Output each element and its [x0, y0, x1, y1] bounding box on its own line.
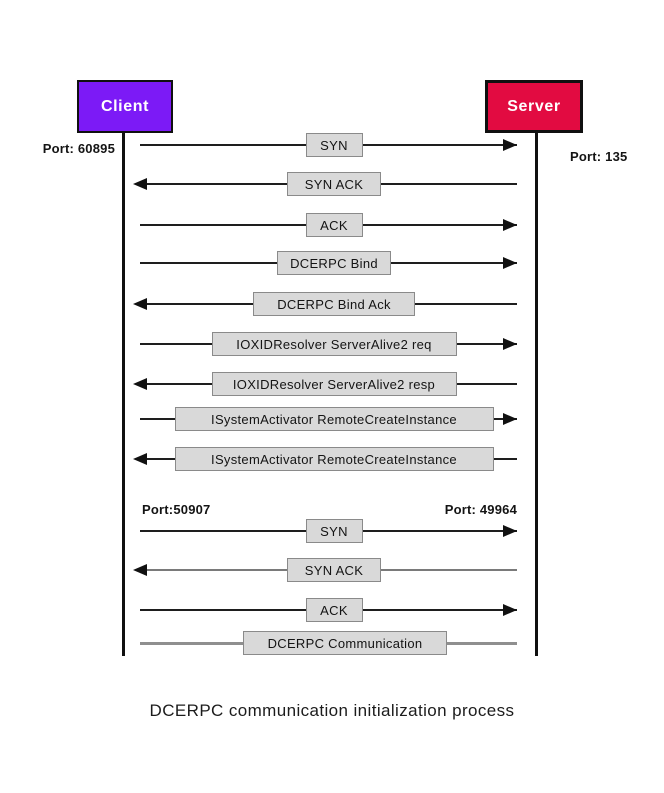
message-label: IOXIDResolver ServerAlive2 req: [211, 332, 457, 356]
arrowhead-left-icon: [133, 298, 147, 310]
client-port-label: Port: 60895: [42, 141, 115, 156]
message-label: SYN: [305, 519, 363, 543]
message-label: ISystemActivator RemoteCreateInstance: [174, 447, 494, 471]
server-second-port-label: Port: 49964: [444, 502, 517, 517]
message-label: ISystemActivator RemoteCreateInstance: [174, 407, 494, 431]
arrowhead-right-icon: [503, 604, 517, 616]
server-box: Server: [485, 80, 583, 133]
arrowhead-right-icon: [503, 219, 517, 231]
arrowhead-left-icon: [133, 453, 147, 465]
arrowhead-right-icon: [503, 257, 517, 269]
arrowhead-right-icon: [503, 525, 517, 537]
message-label: DCERPC Bind: [277, 251, 391, 275]
client-second-port-label: Port:50907: [142, 502, 211, 517]
message-label: IOXIDResolver ServerAlive2 resp: [211, 372, 457, 396]
arrowhead-left-icon: [133, 378, 147, 390]
arrowhead-left-icon: [133, 564, 147, 576]
server-label: Server: [507, 97, 561, 115]
message-label: DCERPC Communication: [243, 631, 447, 655]
message-label: ACK: [305, 598, 363, 622]
message-label: DCERPC Bind Ack: [253, 292, 415, 316]
message-label: SYN ACK: [287, 172, 381, 196]
client-box: Client: [77, 80, 173, 133]
arrowhead-right-icon: [503, 413, 517, 425]
diagram-caption: DCERPC communication initialization proc…: [149, 701, 515, 720]
message-label: ACK: [305, 213, 363, 237]
message-label: SYN ACK: [287, 558, 381, 582]
arrowhead-right-icon: [503, 338, 517, 350]
client-lifeline: [122, 133, 125, 656]
server-lifeline: [535, 133, 538, 656]
server-port-label: Port: 135: [570, 149, 628, 164]
arrowhead-left-icon: [133, 178, 147, 190]
client-label: Client: [100, 97, 150, 115]
message-label: SYN: [305, 133, 363, 157]
arrowhead-right-icon: [503, 139, 517, 151]
